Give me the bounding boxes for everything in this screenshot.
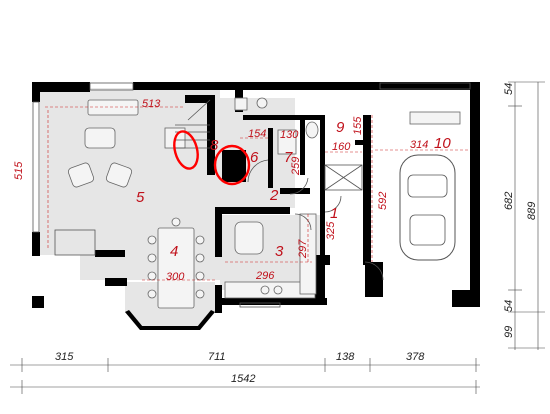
room-label-10: 10 xyxy=(434,135,451,152)
walls xyxy=(32,82,480,330)
dim-bottom-378: 378 xyxy=(406,351,425,363)
dim-296: 296 xyxy=(255,270,275,282)
overall-dimension-labels: 315 711 138 378 1542 54 682 889 54 99 xyxy=(55,83,538,385)
room-label-3: 3 xyxy=(275,243,284,260)
dim-130: 130 xyxy=(280,129,299,141)
highlight-markers xyxy=(173,130,251,186)
dim-300: 300 xyxy=(166,271,185,283)
dim-513: 513 xyxy=(142,98,161,110)
room-label-4: 4 xyxy=(170,243,178,260)
room-label-1: 1 xyxy=(330,205,338,222)
dim-right-889: 889 xyxy=(526,202,538,220)
room-label-8: 8 xyxy=(210,137,219,154)
dim-160: 160 xyxy=(332,141,351,153)
dim-bottom-315: 315 xyxy=(55,351,74,363)
dim-592: 592 xyxy=(377,192,389,210)
dim-154: 154 xyxy=(248,128,266,140)
dim-bottom-711: 711 xyxy=(208,351,226,363)
dim-right-54-top: 54 xyxy=(503,83,515,95)
room-label-9: 9 xyxy=(336,119,345,136)
dim-515: 515 xyxy=(13,161,25,180)
room-label-6: 6 xyxy=(250,149,259,166)
room-label-7: 7 xyxy=(284,149,293,166)
dim-bottom-total: 1542 xyxy=(231,373,255,385)
room-dimension-labels: 513 515 154 130 155 160 314 259 592 325 … xyxy=(13,98,428,283)
car-icon xyxy=(399,154,456,261)
room-labels: 1 2 3 4 5 6 7 8 9 10 xyxy=(136,119,451,260)
dim-right-682: 682 xyxy=(503,192,515,210)
room-dimension-lines xyxy=(45,106,470,281)
windows xyxy=(32,82,471,308)
highlight-circle-left xyxy=(173,130,199,170)
dim-259: 259 xyxy=(290,157,302,176)
dim-155: 155 xyxy=(352,116,364,135)
furniture xyxy=(54,97,461,309)
room-label-2: 2 xyxy=(269,187,279,204)
dim-bottom-138: 138 xyxy=(336,351,355,363)
dim-297: 297 xyxy=(297,239,309,259)
dim-325: 325 xyxy=(325,221,337,240)
highlight-circle-right xyxy=(213,144,251,186)
dim-right-54-bottom: 54 xyxy=(503,300,515,312)
room-label-5: 5 xyxy=(136,189,145,206)
dim-314: 314 xyxy=(410,139,428,151)
overall-dimension-lines xyxy=(10,81,545,394)
door-swings xyxy=(247,159,384,281)
dim-right-99: 99 xyxy=(503,326,515,338)
